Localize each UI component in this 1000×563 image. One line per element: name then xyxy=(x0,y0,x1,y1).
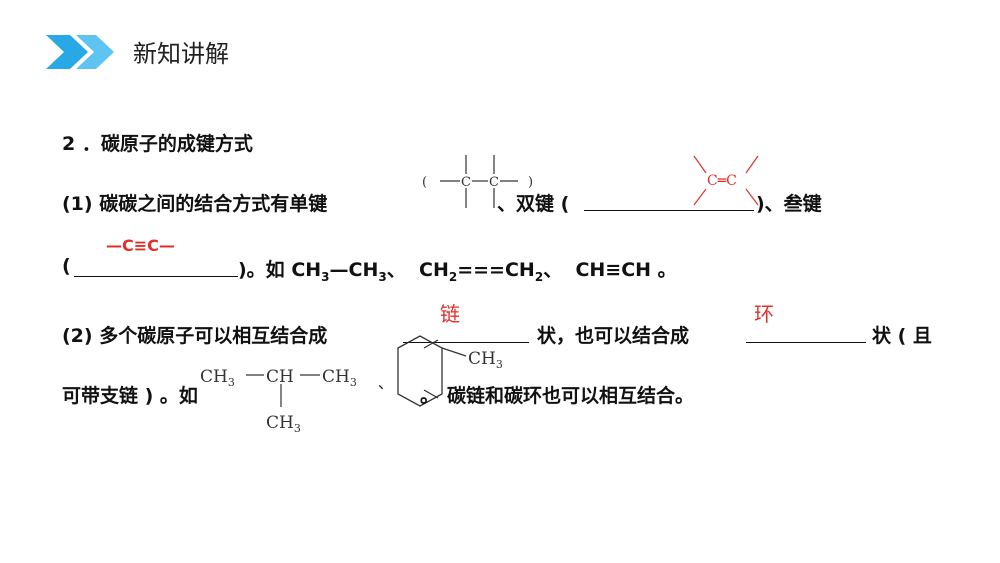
single-bond-structure: ( C C ) xyxy=(418,152,540,210)
double-bond-label: 、双键 ( xyxy=(497,193,570,215)
carbon-2: C xyxy=(489,175,499,190)
double-chevron-icon xyxy=(46,35,114,69)
ch-center: CH xyxy=(266,367,294,387)
para1-text: (1) 碳碳之间的结合方式有单键 xyxy=(62,193,328,215)
double-bond-answer: C═C xyxy=(690,153,762,209)
triple-bond-label: )、叁键 xyxy=(756,193,822,215)
para2-text: (2) 多个碳原子可以相互结合成 xyxy=(62,325,328,347)
ch3-bottom: CH3 xyxy=(266,413,301,435)
triple-bond-blank xyxy=(74,260,238,277)
para2-line2-end: 碳链和碳环也可以相互结合。 xyxy=(447,385,695,407)
chain-answer: 链 xyxy=(440,302,460,326)
section-heading: 2 ．碳原子的成键方式 xyxy=(62,133,253,155)
para2-mid: 状，也可以结合成 xyxy=(537,325,690,347)
list-comma: 、 xyxy=(378,374,394,392)
ring-blank xyxy=(746,326,866,343)
carbon-1: C xyxy=(461,175,471,190)
double-bond-answer-text: C═C xyxy=(707,173,737,189)
page-title: 新知讲解 xyxy=(133,40,229,68)
triple-bond-answer: —C≡C— xyxy=(106,236,175,255)
ring-answer: 环 xyxy=(754,302,774,326)
paren-open: ( xyxy=(422,175,427,190)
double-bond-blank xyxy=(584,194,754,211)
ring-period: 。 xyxy=(420,385,440,407)
ch3-substituent: CH3 xyxy=(468,349,503,371)
chain-blank xyxy=(403,326,529,343)
ch3-right: CH3 xyxy=(322,367,357,389)
example-line: )。如 CH3—CH3、 CH2===CH2、 CH≡CH 。 xyxy=(238,259,677,284)
para2-line2-start: 可带支链 ) 。如 xyxy=(62,385,198,407)
para2-end: 状 ( 且 xyxy=(872,325,932,347)
open-paren: ( xyxy=(62,255,71,277)
isobutane-structure: CH3 CH CH3 CH3 xyxy=(196,357,376,439)
ch3-left: CH3 xyxy=(200,367,235,389)
toluene-structure: CH3 xyxy=(394,320,514,412)
header-logo xyxy=(40,32,120,72)
paren-close: ) xyxy=(528,175,533,190)
